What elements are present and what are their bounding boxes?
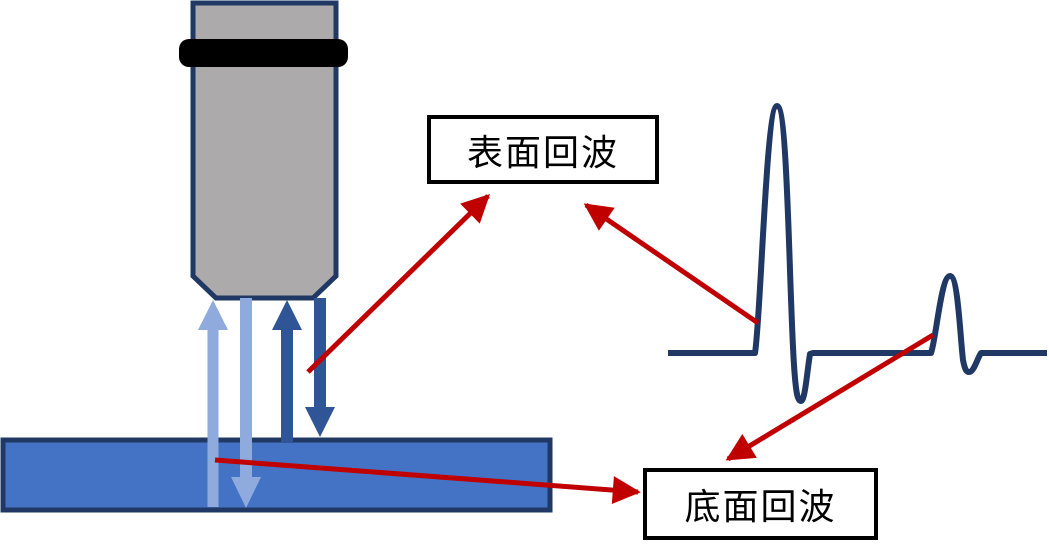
bottom-echo-label-box: 底面回波 bbox=[643, 468, 878, 540]
pulse1-to-surface-label-arrow bbox=[583, 202, 760, 326]
specimen-block bbox=[0, 437, 553, 513]
probe-body bbox=[190, 0, 339, 301]
bottom-echo-label-text: 底面回波 bbox=[684, 487, 837, 527]
surface-echo-label-box: 表面回波 bbox=[427, 115, 659, 184]
echo-waveform bbox=[668, 103, 1047, 404]
pulse2-to-bottom-label-arrow bbox=[725, 332, 935, 462]
probe-band bbox=[179, 39, 348, 67]
transmit-to-surface-arrow bbox=[305, 298, 335, 437]
bottom-echo-return-arrow bbox=[198, 300, 228, 507]
surface-echo-return-arrow bbox=[272, 300, 302, 442]
probe-to-surface-label-arrow bbox=[306, 194, 491, 374]
transmit-to-bottom-arrow bbox=[231, 298, 261, 508]
surface-echo-label-text: 表面回波 bbox=[466, 132, 619, 173]
specimen-to-bottom-label-arrow bbox=[214, 457, 641, 505]
